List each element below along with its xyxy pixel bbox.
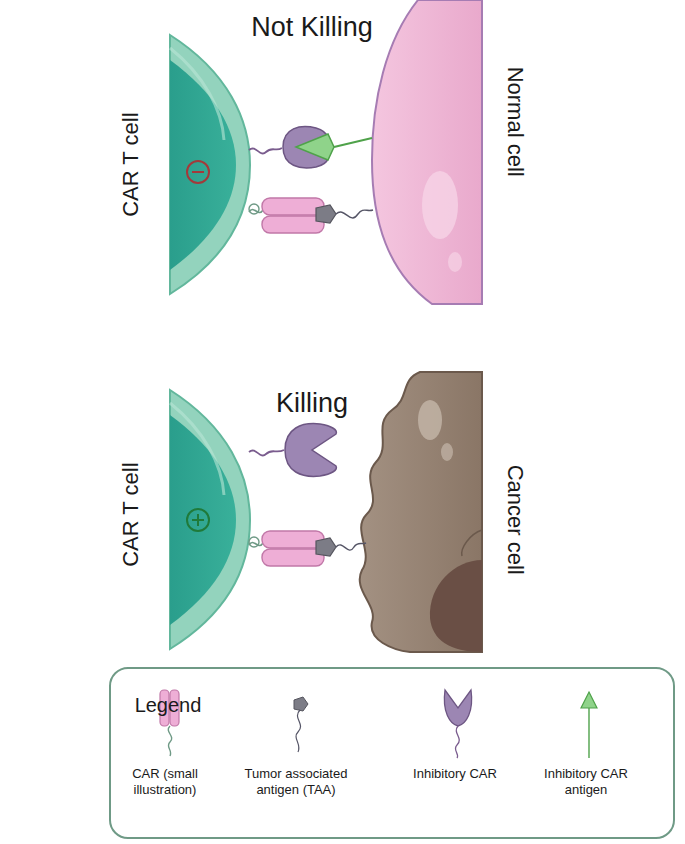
activating-sign xyxy=(187,509,209,531)
legend-item-label: CAR (small illustration) xyxy=(105,766,225,799)
car-tta-pair xyxy=(249,198,373,233)
legend-item-label: Tumor associated antigen (TAA) xyxy=(231,766,361,799)
legend-frame xyxy=(110,668,674,838)
legend-item-label: Inhibitory CAR antigen xyxy=(526,766,646,799)
inhibitory-car-bound xyxy=(249,127,372,168)
car-t-cell xyxy=(170,35,250,294)
car-t-cell xyxy=(170,390,250,649)
inhibitory-antigen-icon xyxy=(581,692,597,758)
cell-label: CAR T cell xyxy=(117,113,142,217)
normal-cell xyxy=(372,0,482,304)
cell-label: CAR T cell xyxy=(117,463,142,567)
taa-icon xyxy=(294,697,308,752)
panel-heading: Killing xyxy=(276,388,348,419)
cancer-cell xyxy=(360,372,482,652)
inhibitory-car-icon xyxy=(444,690,471,758)
cell-label: Normal cell xyxy=(502,67,527,177)
car-tta-pair xyxy=(249,531,366,566)
cell-label: Cancer cell xyxy=(502,465,527,575)
legend-item-label: Inhibitory CAR xyxy=(395,766,515,782)
panel-heading: Not Killing xyxy=(251,12,373,43)
inhibitory-car-unbound xyxy=(249,424,336,477)
legend-heading: Legend xyxy=(135,694,202,717)
inhibitory-sign xyxy=(187,161,209,183)
